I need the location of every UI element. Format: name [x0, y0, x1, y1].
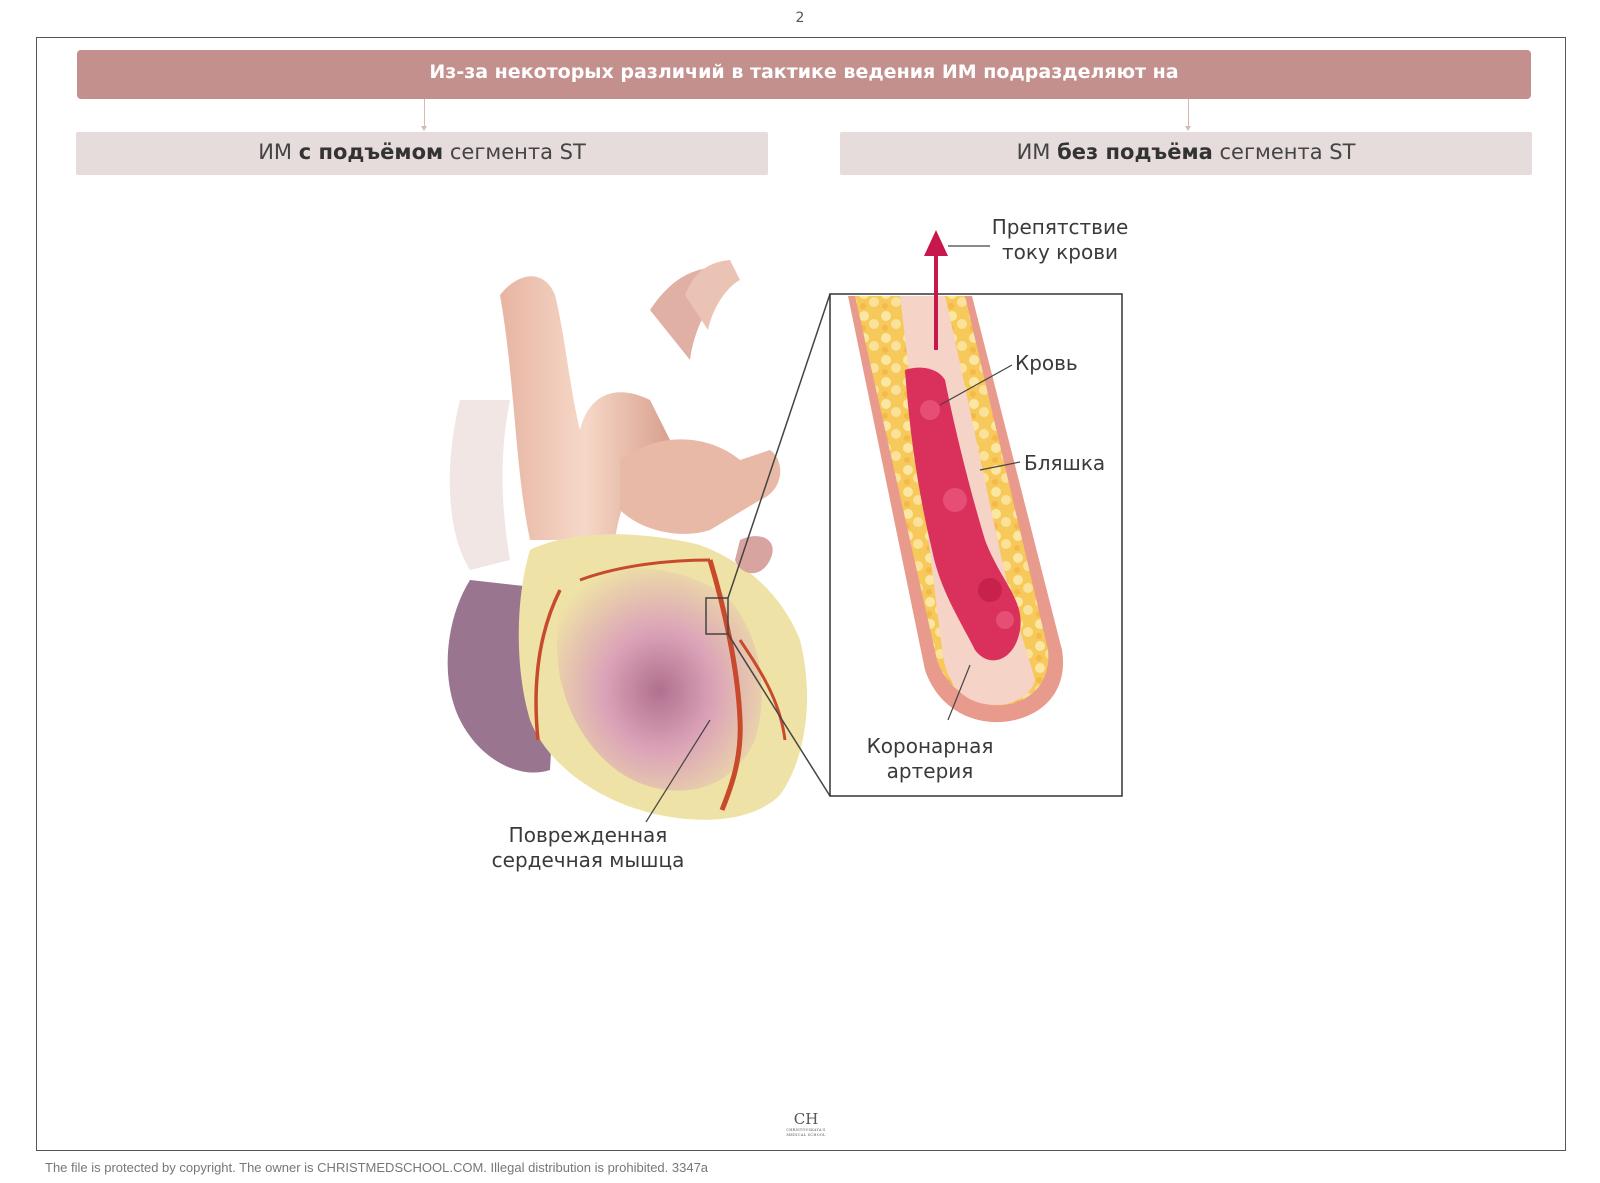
label-coronary-artery-line2: артерия [887, 759, 974, 783]
connector-left [421, 99, 427, 131]
page-number: 2 [795, 10, 805, 26]
label-coronary-artery: Коронарная [867, 734, 994, 758]
label-blood: Кровь [1015, 351, 1078, 375]
label-obstruction: Препятствие [992, 215, 1129, 239]
logo-monogram: CH [793, 1110, 819, 1128]
category-prefix: ИМ [258, 140, 299, 164]
school-logo: CH CHRISTOVSKAYA'S MEDICAL SCHOOL [776, 1110, 836, 1144]
artery-inset [829, 230, 1123, 797]
category-suffix: сегмента ST [1212, 140, 1356, 164]
heart-graphic [447, 260, 808, 820]
category-emphasis: с подъёмом [298, 140, 444, 164]
connector-right [1185, 99, 1191, 131]
label-damaged-muscle: Поврежденная [509, 823, 668, 847]
label-plaque: Бляшка [1024, 451, 1105, 475]
heart-illustration: Препятствие току крови Кровь Бляшка Коро… [447, 215, 1129, 872]
category-prefix: ИМ [1016, 140, 1058, 164]
category-suffix: сегмента ST [443, 140, 586, 164]
copyright-notice: The file is protected by copyright. The … [45, 1160, 709, 1175]
category-non-st-elevation: ИМ без подъёма сегмента ST [840, 132, 1532, 175]
slide-frame [36, 37, 1566, 1151]
label-damaged-muscle-line2: сердечная мышца [492, 848, 685, 872]
label-obstruction-line2: току крови [1002, 240, 1118, 264]
category-emphasis: без подъёма [1057, 140, 1213, 164]
logo-subtitle: CHRISTOVSKAYA'S MEDICAL SCHOOL [786, 1128, 826, 1137]
category-st-elevation: ИМ с подъёмом сегмента ST [76, 132, 768, 175]
header-title: Из-за некоторых различий в тактике веден… [77, 50, 1531, 99]
